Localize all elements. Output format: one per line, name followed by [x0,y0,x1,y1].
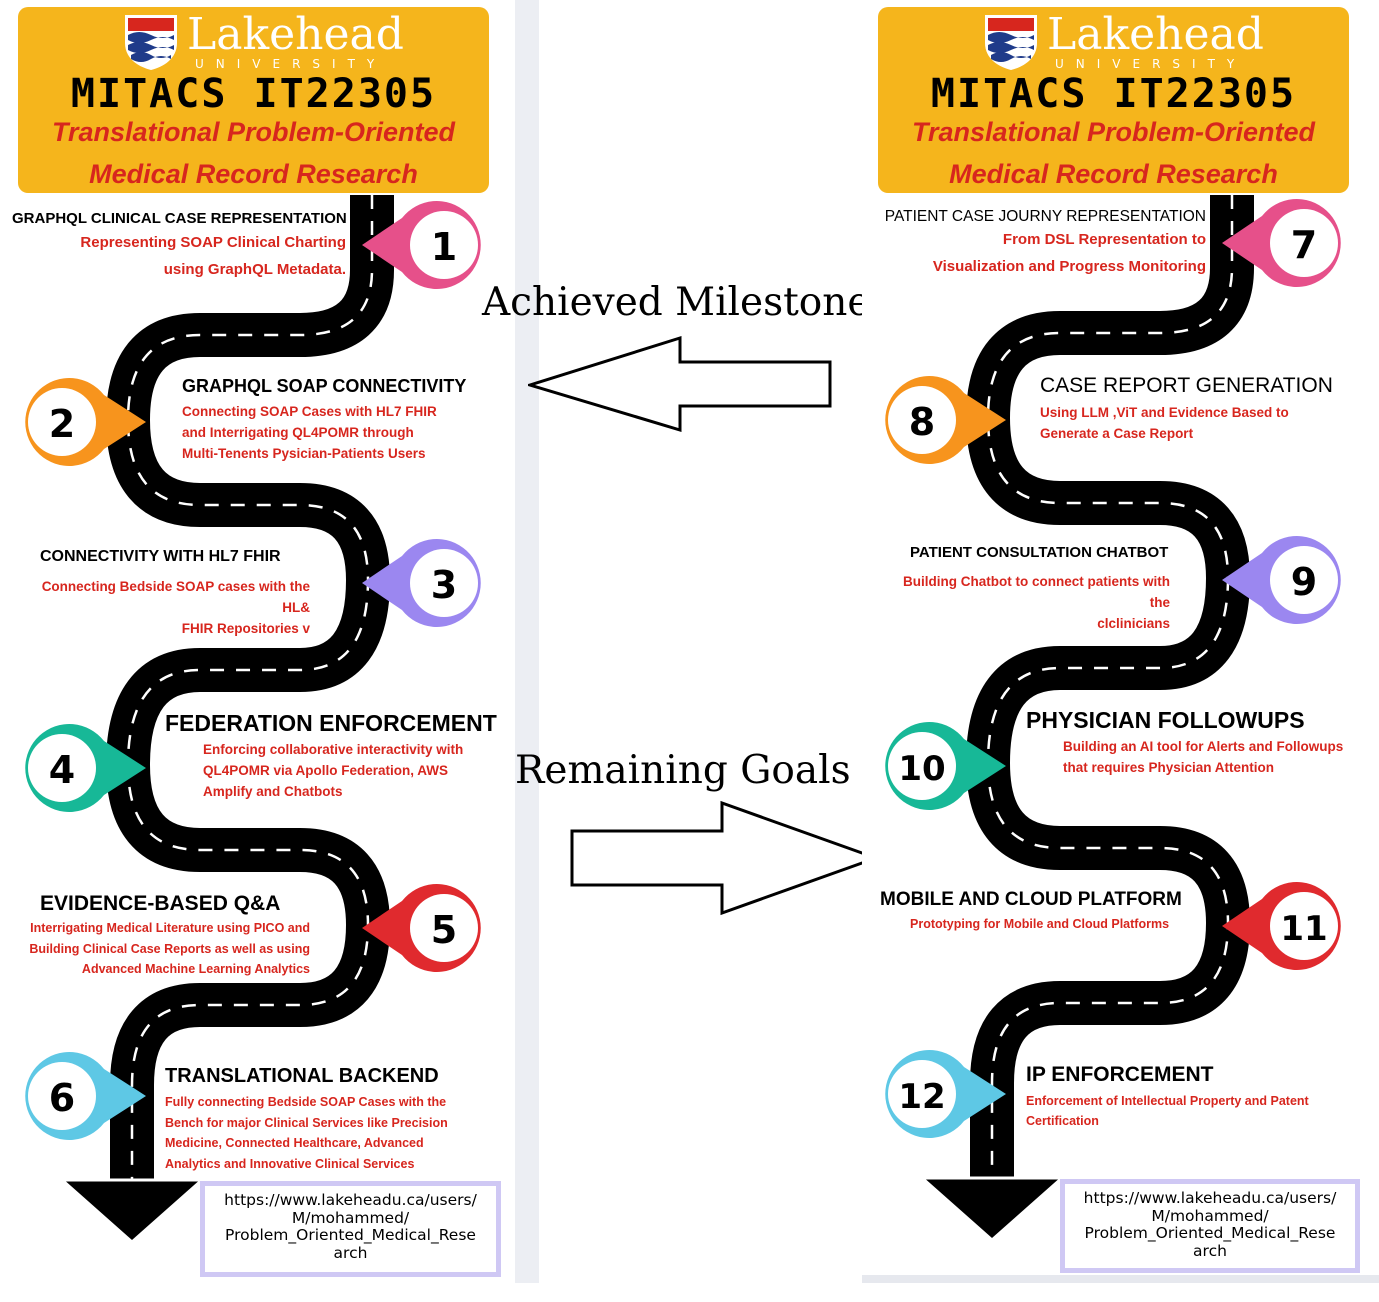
milestone-description: Prototyping for Mobile and Cloud Platfor… [910,917,1170,931]
milestone-description: Connecting SOAP Cases with HL7 FHIR and … [182,404,437,461]
svg-text:10: 10 [898,749,945,789]
milestone-title: EVIDENCE-BASED Q&A [40,892,281,915]
milestone-1: GRAPHQL CLINICAL CASE REPRESENTATION Rep… [12,210,347,283]
subtitle-line1: Translational Problem-Oriented [911,117,1316,147]
svg-text:7: 7 [1291,223,1317,267]
header-banner: Lakehead UNIVERSITY MITACS IT22305 Trans… [878,7,1349,193]
milestone-12: IP ENFORCEMENT Enforcement of Intellectu… [1026,1063,1346,1131]
lakehead-logo: Lakehead UNIVERSITY [983,9,1264,71]
milestone-pin-3: 3 [362,539,481,627]
lakehead-logo: Lakehead UNIVERSITY [123,9,404,71]
shield-icon [985,15,1037,70]
milestone-6: TRANSLATIONAL BACKEND Fully connecting B… [165,1065,485,1174]
winding-road [918,195,1254,1243]
right-roadmap-panel: Lakehead UNIVERSITY MITACS IT22305 Trans… [862,0,1379,1283]
remaining-goals-label: Remaining Goals [515,748,851,793]
program-title: MITACS IT22305 [70,71,437,117]
milestone-pin-1: 1 [362,201,481,289]
milestone-title: FEDERATION ENFORCEMENT [165,710,497,736]
milestone-description: Using LLM ,ViT and Evidence Based to Gen… [1040,405,1289,441]
svg-text:5: 5 [431,908,457,952]
arrow-left-icon [528,335,832,433]
milestone-4: FEDERATION ENFORCEMENT Enforcing collabo… [165,710,515,802]
milestone-title: TRANSLATIONAL BACKEND [165,1065,439,1087]
svg-text:8: 8 [909,400,935,444]
svg-text:1: 1 [431,225,457,269]
milestone-8: CASE REPORT GENERATION Using LLM ,ViT an… [1040,374,1360,444]
milestone-description: Connecting Bedside SOAP cases with the H… [41,579,310,636]
subtitle-line1: Translational Problem-Oriented [51,117,456,147]
milestone-title: CASE REPORT GENERATION [1040,374,1333,397]
milestone-7: PATIENT CASE JOURNY REPRESENTATION From … [882,208,1206,280]
program-title: MITACS IT22305 [930,71,1297,117]
logo-name: Lakehead [187,9,404,60]
milestone-title: MOBILE AND CLOUD PLATFORM [880,889,1182,910]
panel-bottom-edge [862,1275,1379,1283]
milestone-title: IP ENFORCEMENT [1026,1063,1214,1086]
shield-icon [125,15,177,70]
milestone-2: GRAPHQL SOAP CONNECTIVITY Connecting SOA… [182,376,502,464]
svg-text:4: 4 [49,748,75,792]
milestone-title: GRAPHQL CLINICAL CASE REPRESENTATION [12,210,347,227]
svg-text:11: 11 [1280,909,1327,949]
left-roadmap-panel: Lakehead UNIVERSITY MITACS IT22305 Trans… [0,0,539,1283]
url-box[interactable]: https://www.lakeheadu.ca/users/ M/mohamm… [1060,1179,1360,1273]
milestone-description: Interrigating Medical Literature using P… [29,921,310,976]
milestone-pin-5: 5 [362,883,481,972]
milestone-title: PATIENT CONSULTATION CHATBOT [910,544,1169,561]
milestone-10: PHYSICIAN FOLLOWUPS Building an AI tool … [1026,707,1376,778]
milestone-pin-8: 8 [885,375,1006,464]
svg-text:2: 2 [49,402,75,446]
milestone-pin-6: 6 [25,1052,146,1140]
milestone-description: From DSL Representation to Visualization… [932,231,1206,275]
milestone-pin-4: 4 [25,724,146,812]
milestone-3: CONNECTIVITY WITH HL7 FHIR Connecting Be… [20,548,310,639]
header-banner: Lakehead UNIVERSITY MITACS IT22305 Trans… [18,7,489,193]
milestone-pin-2: 2 [25,378,146,467]
milestone-9: PATIENT CONSULTATION CHATBOT Building Ch… [886,544,1170,634]
milestone-description: Representing SOAP Clinical Charting usin… [80,234,346,278]
logo-name: Lakehead [1047,9,1264,60]
svg-text:12: 12 [898,1077,945,1117]
svg-text:9: 9 [1291,560,1317,604]
milestone-description: Enforcement of Intellectual Property and… [1026,1094,1309,1128]
milestone-5: EVIDENCE-BASED Q&A Interrigating Medical… [10,892,310,980]
milestone-title: CONNECTIVITY WITH HL7 FHIR [40,548,281,565]
milestone-title: PATIENT CASE JOURNY REPRESENTATION [884,208,1206,225]
milestone-pin-10: 10 [885,722,1006,810]
subtitle-line2: Medical Record Research [949,159,1278,189]
svg-text:6: 6 [49,1076,75,1120]
milestone-title: GRAPHQL SOAP CONNECTIVITY [182,376,467,396]
milestone-pin-9: 9 [1222,536,1341,624]
milestone-pin-7: 7 [1222,199,1341,287]
milestone-pin-11: 11 [1222,882,1341,971]
milestone-11: MOBILE AND CLOUD PLATFORM Prototyping fo… [880,889,1210,935]
achieved-milestones-label: Achieved Milestones [482,280,891,325]
milestone-description: Fully connecting Bedside SOAP Cases with… [165,1095,448,1171]
road-arrowhead [918,1176,1066,1243]
subtitle-line2: Medical Record Research [89,159,418,189]
logo-subtitle: UNIVERSITY [1055,57,1247,71]
svg-text:3: 3 [431,563,457,607]
milestone-description: Enforcing collaborative interactivity wi… [203,742,464,799]
logo-subtitle: UNIVERSITY [195,57,387,71]
url-box[interactable]: https://www.lakeheadu.ca/users/ M/mohamm… [200,1181,501,1277]
winding-road [58,195,394,1245]
milestone-title: PHYSICIAN FOLLOWUPS [1026,707,1305,733]
arrow-right-icon [570,800,880,916]
milestone-description: Building an AI tool for Alerts and Follo… [1063,739,1344,775]
milestone-description: Building Chatbot to connect patients wit… [903,574,1170,631]
road-arrowhead [58,1178,206,1245]
milestone-pin-12: 12 [885,1050,1006,1138]
